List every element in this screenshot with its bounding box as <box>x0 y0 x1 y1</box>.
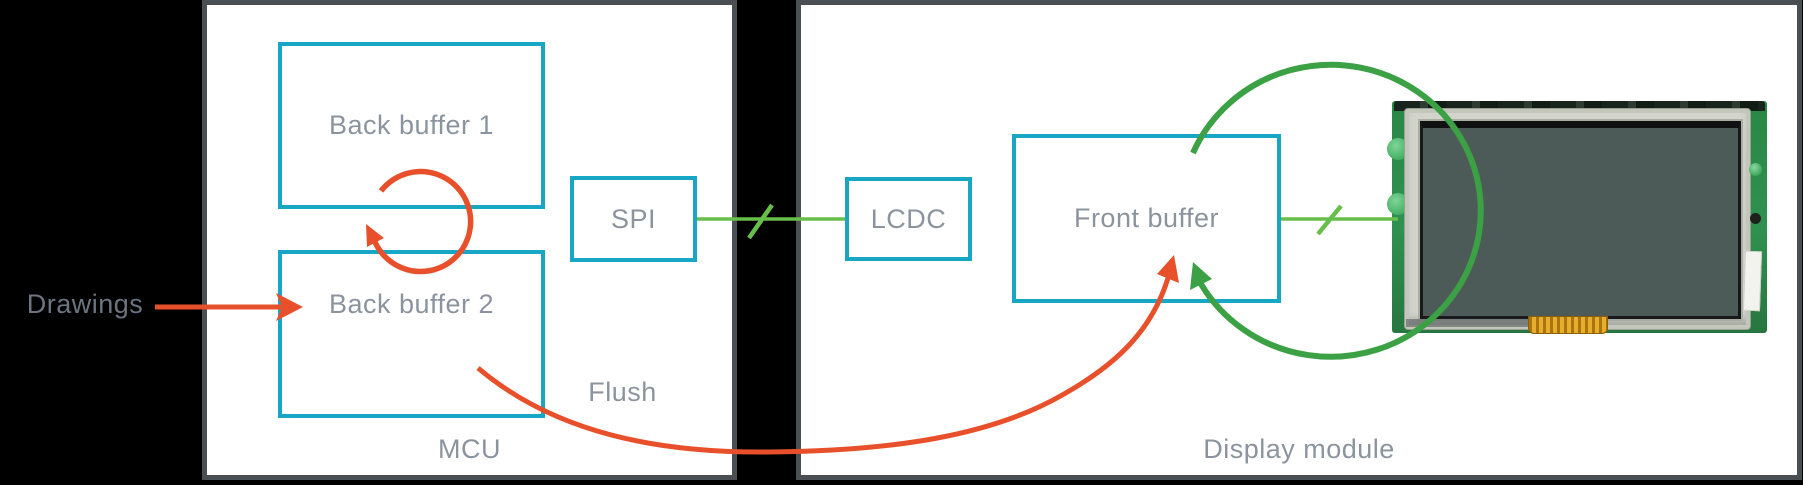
display-pcb-dot <box>1750 213 1761 224</box>
spi-box: SPI <box>570 176 697 262</box>
back-buffer-2-box: Back buffer 2 <box>278 250 545 418</box>
mcu-caption: MCU <box>438 434 501 464</box>
display-screen <box>1420 121 1741 319</box>
display-sticker <box>1742 250 1763 312</box>
back-buffer-1-label: Back buffer 1 <box>328 110 495 140</box>
front-buffer-box: Front buffer <box>1012 134 1281 303</box>
lcdc-label: LCDC <box>870 203 947 234</box>
display-frame-shadow <box>1406 319 1596 327</box>
drawings-label: Drawings <box>26 289 144 319</box>
bus-slash-icon <box>747 203 774 240</box>
back-buffer-1-box: Back buffer 1 <box>278 42 545 209</box>
display-panel-photo <box>1387 101 1767 334</box>
front-buffer-label: Front buffer <box>1073 203 1220 233</box>
display-pcb-dot <box>1749 163 1762 176</box>
display-pcb-components <box>1394 101 1765 111</box>
spi-label: SPI <box>610 203 657 234</box>
flush-label: Flush <box>588 377 657 407</box>
display-flex-connector <box>1528 316 1608 334</box>
lcdc-box: LCDC <box>845 177 972 261</box>
display-module-caption: Display module <box>1203 434 1395 464</box>
back-buffer-2-label: Back buffer 2 <box>328 288 495 319</box>
